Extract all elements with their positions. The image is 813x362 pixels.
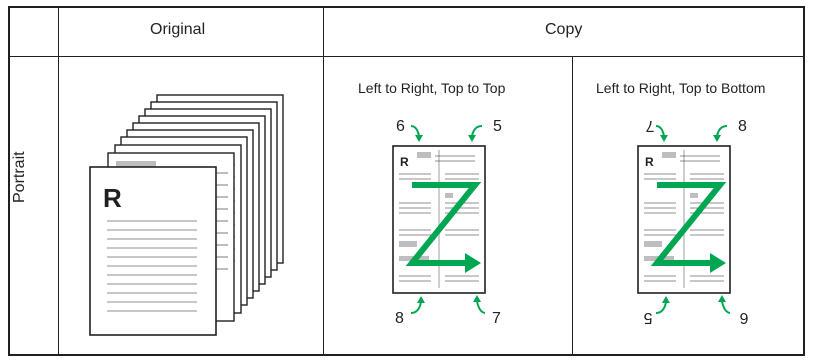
bottom-left-number: 5 — [643, 309, 652, 326]
copy-page-letter: R — [645, 155, 654, 169]
bottom-right-number: 7 — [492, 310, 501, 327]
top-left-number: 6 — [396, 118, 405, 135]
copy-diagram-1: R 6 5 8 7 — [375, 108, 515, 328]
original-copy-divider — [323, 8, 324, 354]
original-page-stack: R — [85, 85, 305, 345]
top-right-number: 5 — [493, 118, 502, 135]
copy-columns-divider — [572, 56, 573, 354]
copy-caption-1: Left to Right, Top to Top — [358, 81, 505, 95]
copy-page-letter: R — [400, 155, 409, 169]
bottom-right-number: 6 — [739, 309, 748, 326]
header-divider — [10, 56, 803, 57]
original-page-letter: R — [103, 183, 122, 213]
top-right-number: 8 — [738, 118, 747, 135]
header-copy: Copy — [545, 22, 582, 38]
copy-diagram-2: R 7 8 5 6 — [620, 108, 760, 328]
top-left-number: 7 — [645, 117, 654, 134]
row-label-divider — [58, 8, 59, 354]
row-label-portrait: Portrait — [12, 151, 28, 203]
bottom-left-number: 8 — [395, 310, 404, 327]
copy-caption-2: Left to Right, Top to Bottom — [596, 81, 765, 95]
header-original: Original — [150, 22, 205, 38]
